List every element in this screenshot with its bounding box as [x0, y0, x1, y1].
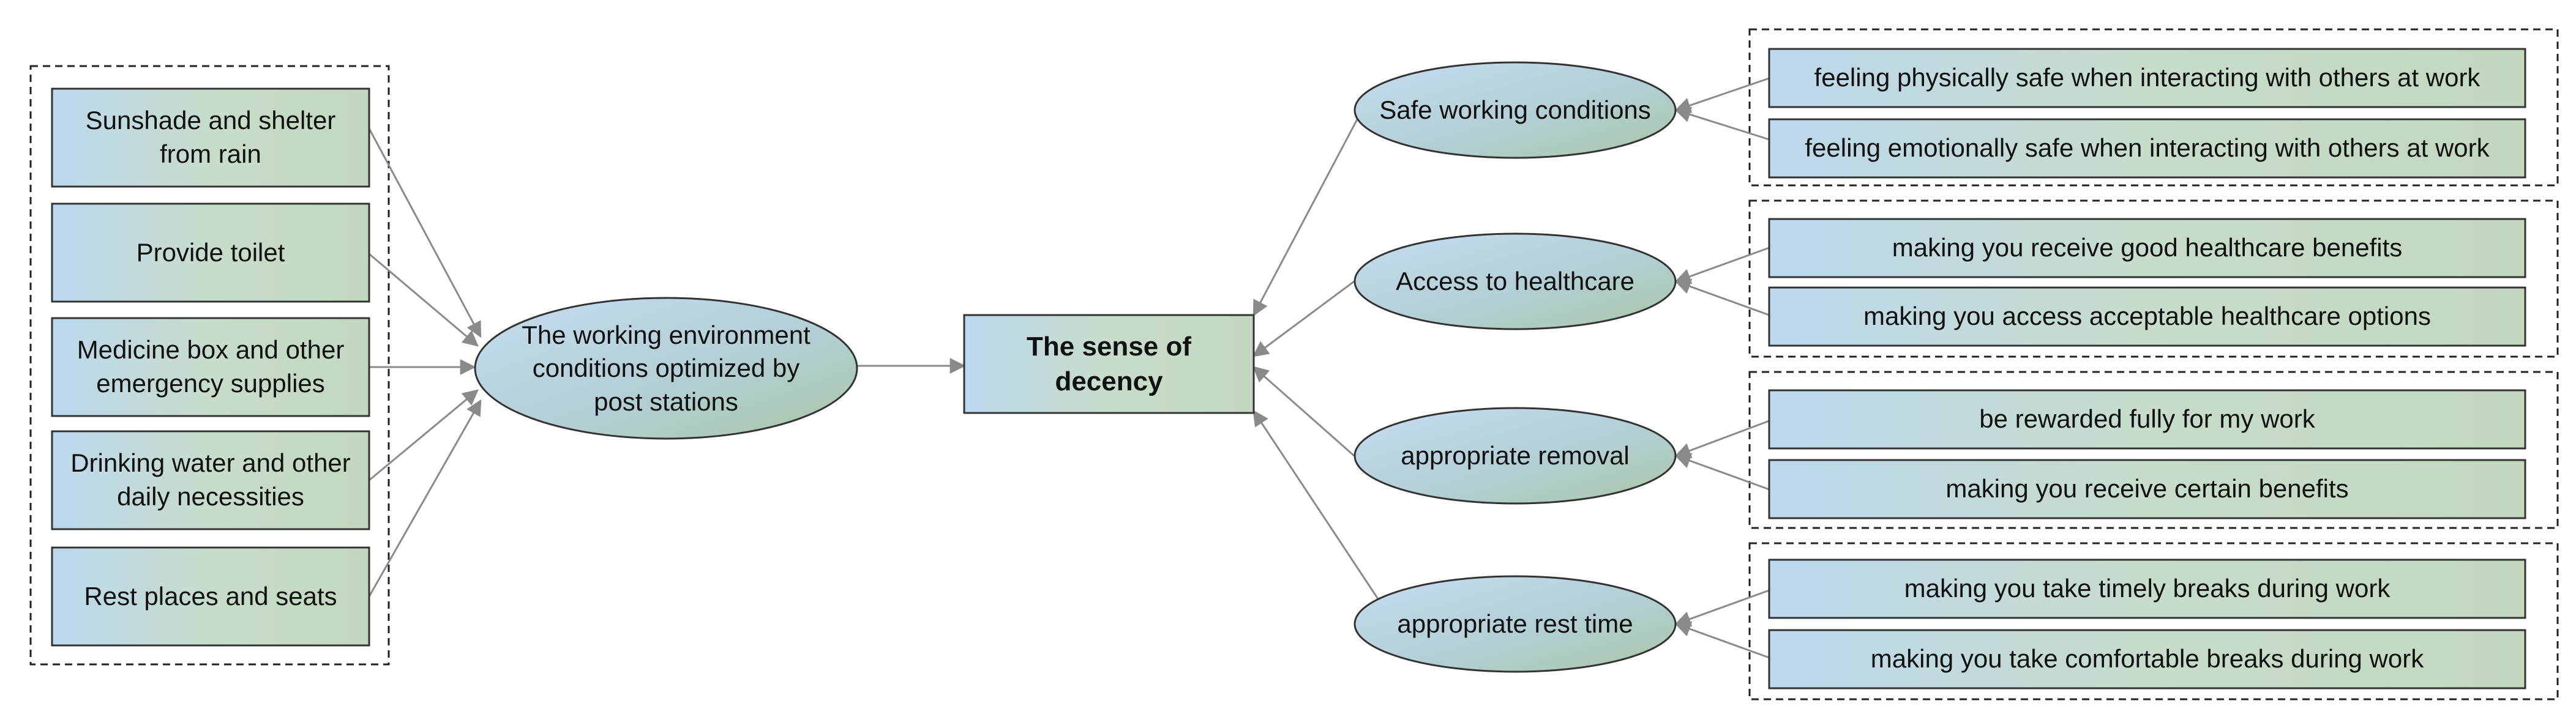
item-label: be rewarded fully for my work: [1979, 404, 2315, 434]
factor-label: Drinking water and other daily necessiti…: [70, 448, 351, 511]
center-label: The sense of decency: [1027, 331, 1191, 396]
item-box: [1768, 559, 2526, 619]
dimension-label-health: Access to healthcare: [1396, 266, 1634, 295]
item-box: [1768, 286, 2526, 347]
edge-removal-2: [1674, 453, 1770, 491]
edge-health-2: [1674, 278, 1770, 316]
item-label: making you access acceptable healthcare …: [1863, 302, 2431, 331]
item-label: feeling emotionally safe when interactin…: [1805, 133, 2490, 163]
center-box: [963, 314, 1255, 414]
factor-label: Medicine box and other emergency supplie…: [77, 335, 345, 398]
edge-rest-center: [1252, 409, 1382, 603]
item-box: [1768, 629, 2526, 689]
edge-rest-2: [1674, 621, 1770, 659]
factor-box: [51, 430, 370, 530]
edge-health-1: [1674, 247, 1770, 284]
item-box: [1768, 218, 2526, 278]
edge-safe-1: [1674, 77, 1770, 113]
edge-factor-5: [368, 399, 482, 597]
item-box: [1768, 48, 2526, 108]
edge-removal-center: [1252, 366, 1355, 457]
item-label: making you take comfortable breaks durin…: [1870, 644, 2424, 674]
factor-label: Rest places and seats: [84, 581, 337, 611]
item-label: making you receive certain benefits: [1945, 474, 2349, 503]
edge-health-center: [1252, 280, 1355, 357]
edge-factor-2: [369, 253, 479, 347]
factor-box: [51, 317, 370, 417]
dimension-oval-safe: [1354, 61, 1677, 159]
factor-box: [51, 202, 370, 303]
edge-factor-1: [368, 128, 482, 338]
factor-label: Sunshade and shelter from rain: [85, 106, 336, 168]
edge-factor-4: [369, 389, 479, 481]
edge-safe-center: [1252, 110, 1363, 317]
edge-rest-1: [1674, 589, 1770, 627]
item-box: [1768, 389, 2526, 450]
item-box: [1768, 118, 2526, 179]
factor-box: [51, 546, 370, 647]
item-box: [1768, 459, 2526, 519]
factor-box: [51, 87, 370, 188]
dimension-label-removal: appropriate removal: [1401, 440, 1630, 470]
dimension-label-rest: appropriate rest time: [1397, 609, 1633, 638]
dimension-oval-rest: [1354, 575, 1677, 673]
group-frame-removal: [1748, 371, 2559, 529]
mediator-oval: [474, 297, 858, 440]
group-frame-health: [1748, 199, 2559, 358]
dimension-label-safe: Safe working conditions: [1379, 95, 1651, 124]
item-label: making you receive good healthcare benef…: [1892, 233, 2403, 262]
item-label: making you take timely breaks during wor…: [1904, 574, 2391, 603]
group-frame-safe: [1748, 28, 2559, 187]
edge-removal-1: [1674, 420, 1770, 458]
edge-safe-2: [1674, 106, 1770, 141]
group-frame-rest: [1748, 542, 2559, 700]
factor-label: Provide toilet: [136, 237, 285, 267]
item-label: feeling physically safe when interacting…: [1814, 63, 2481, 92]
dimension-oval-removal: [1354, 407, 1677, 505]
mediator-label: The working environment conditions optim…: [522, 320, 811, 416]
dimension-oval-health: [1354, 232, 1677, 330]
